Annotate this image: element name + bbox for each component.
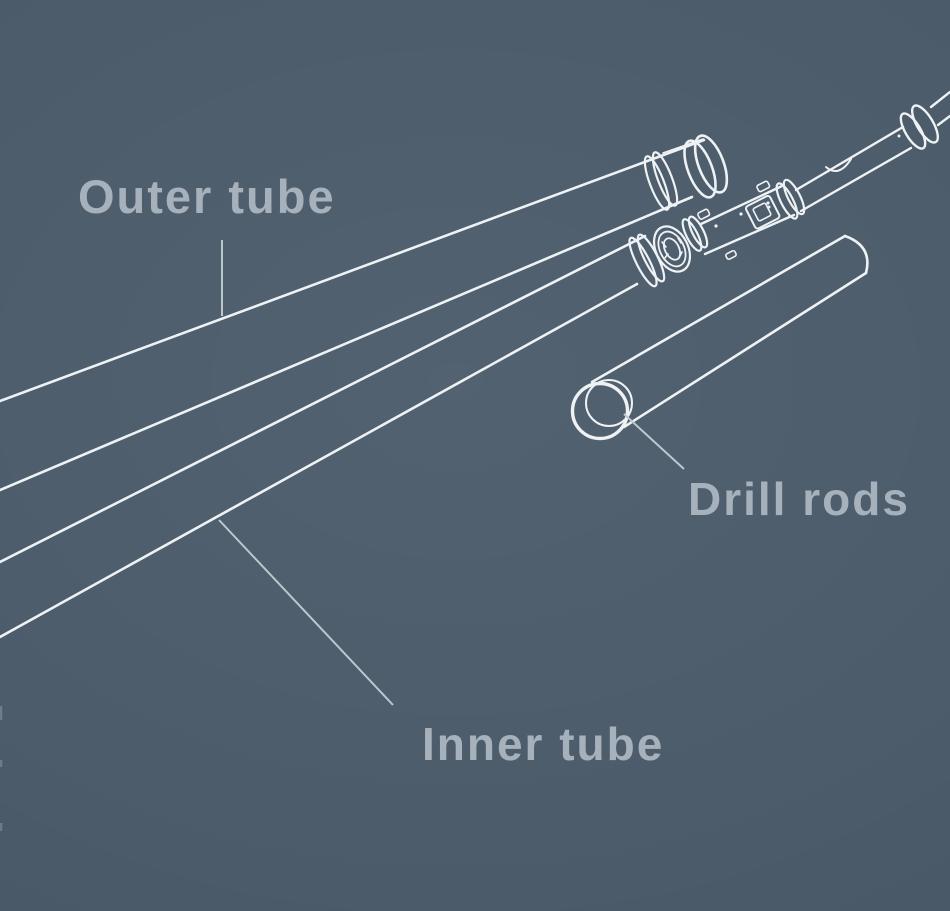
drill-rod-string-drawing: [794, 90, 950, 213]
core-barrel-head-assembly-drawing: [652, 178, 806, 273]
outer-tube-drawing: [0, 134, 729, 492]
label-outer-tube: Outer tube: [78, 170, 336, 223]
leader-line-drill-rods: [623, 413, 685, 470]
leader-line-inner-tube: [218, 519, 394, 706]
label-inner-tube: Inner tube: [422, 718, 665, 770]
drill-rod-drawing: [570, 234, 869, 441]
inner-tube-drawing: [0, 233, 666, 639]
label-drill-rods: Drill rods: [688, 473, 910, 525]
